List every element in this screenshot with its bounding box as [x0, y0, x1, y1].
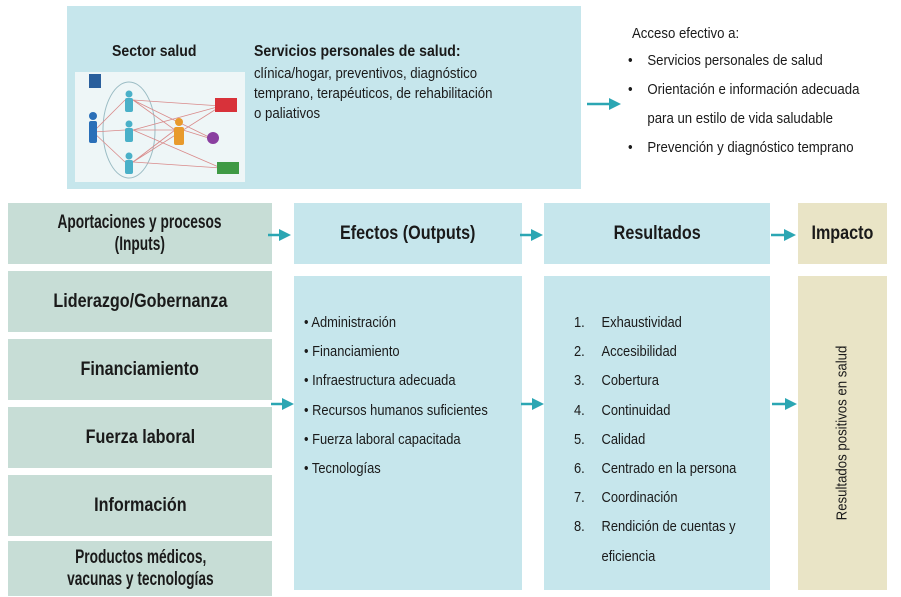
result-item: 4. Continuidad	[574, 396, 736, 425]
result-number: 8.	[574, 518, 585, 536]
access-item: para un estilo de vida saludable	[647, 110, 834, 127]
result-item-continued: eficiencia	[574, 542, 736, 571]
services-line: o paliativos	[254, 105, 321, 122]
access-list: Servicios personales de salud Orientació…	[628, 46, 859, 162]
output-item: Infraestructura adecuada	[304, 366, 488, 395]
result-text: Continuidad	[601, 401, 671, 419]
arrow-right-icon	[271, 398, 294, 410]
arrow-right-icon	[520, 229, 543, 241]
input-financing: Financiamiento	[8, 339, 272, 400]
arrow-right-icon	[521, 398, 544, 410]
access-item: Servicios personales de salud	[628, 46, 859, 75]
input-label: vacunas y tecnologías	[66, 568, 214, 590]
outputs-box: Administración Financiamiento Infraestru…	[294, 276, 522, 590]
access-title: Acceso efectivo a:	[632, 25, 740, 42]
result-number: 6.	[574, 460, 585, 478]
output-item: Administración	[304, 308, 488, 337]
results-box: 1. Exhaustividad 2. Accesibilidad 3. Cobert…	[544, 276, 770, 590]
health-sector-box: Sector salud Servicios personales de sal…	[67, 6, 581, 189]
impact-header: Impacto	[798, 203, 887, 264]
results-header-label: Resultados	[613, 222, 701, 244]
input-medical-products: Productos médicos,vacunas y tecnologías	[8, 541, 272, 596]
access-item: Orientación e información adecuada	[628, 75, 859, 104]
impact-box: Resultados positivos en salud	[798, 276, 887, 590]
output-item: Recursos humanos suficientes	[304, 396, 488, 425]
output-item: Fuerza laboral capacitada	[304, 425, 488, 454]
result-number: 3.	[574, 372, 585, 390]
result-text: Centrado en la persona	[601, 460, 737, 478]
sector-title: Sector salud	[112, 43, 197, 60]
result-text: eficiencia	[601, 547, 656, 565]
services-line: clínica/hogar, preventivos, diagnóstico	[254, 65, 478, 82]
arrow-right-icon	[772, 398, 797, 410]
result-item: 2. Accesibilidad	[574, 337, 736, 366]
result-number: 5.	[574, 430, 585, 448]
input-label: Productos médicos,	[74, 546, 206, 568]
outputs-list: Administración Financiamiento Infraestru…	[304, 308, 488, 483]
result-text: Cobertura	[601, 372, 659, 390]
result-number: 1.	[574, 314, 585, 331]
services-line: temprano, terapéuticos, de rehabilitació…	[254, 85, 493, 102]
result-item: 3. Cobertura	[574, 366, 736, 395]
input-workforce: Fuerza laboral	[8, 407, 272, 468]
result-number: 4.	[574, 401, 585, 419]
impact-header-label: Impacto	[811, 222, 874, 244]
result-text: Calidad	[601, 430, 646, 448]
services-title: Servicios personales de salud:	[254, 43, 461, 60]
results-list: 1. Exhaustividad 2. Accesibilidad 3. Cobert…	[574, 308, 736, 571]
outputs-header-label: Efectos (Outputs)	[340, 222, 476, 244]
input-label: Financiamiento	[80, 358, 200, 380]
result-number: 2.	[574, 343, 585, 361]
output-item: Financiamiento	[304, 337, 488, 366]
output-item: Tecnologías	[304, 454, 488, 483]
result-text: Coordinación	[601, 489, 678, 507]
impact-text: Resultados positivos en salud	[833, 345, 851, 521]
inputs-header: Aportaciones y procesos(Inputs)	[8, 203, 272, 264]
arrow-right-icon	[587, 98, 621, 110]
arrow-right-icon	[771, 229, 796, 241]
arrow-right-icon	[268, 229, 291, 241]
result-text: Rendición de cuentas y	[601, 518, 736, 536]
inputs-header-line1: Aportaciones y procesos	[57, 211, 223, 233]
result-item: 8. Rendición de cuentas y	[574, 512, 736, 541]
result-item: 7. Coordinación	[574, 483, 736, 512]
result-item: 1. Exhaustividad	[574, 308, 736, 337]
result-item: 6. Centrado en la persona	[574, 454, 736, 483]
health-network-illustration	[75, 72, 245, 182]
input-information: Información	[8, 475, 272, 536]
result-text: Exhaustividad	[601, 314, 682, 331]
input-leadership: Liderazgo/Gobernanza	[8, 271, 272, 332]
result-item: 5. Calidad	[574, 425, 736, 454]
input-label: Fuerza laboral	[85, 426, 195, 448]
result-text: Accesibilidad	[601, 343, 677, 361]
access-item: Prevención y diagnóstico temprano	[628, 133, 859, 162]
results-header: Resultados	[544, 203, 770, 264]
result-number: 7.	[574, 489, 585, 507]
inputs-header-line2: (Inputs)	[114, 233, 166, 255]
outputs-header: Efectos (Outputs)	[294, 203, 522, 264]
input-label: Información	[93, 494, 187, 516]
services-description: clínica/hogar, preventivos, diagnóstico …	[254, 64, 527, 124]
input-label: Liderazgo/Gobernanza	[52, 290, 228, 312]
